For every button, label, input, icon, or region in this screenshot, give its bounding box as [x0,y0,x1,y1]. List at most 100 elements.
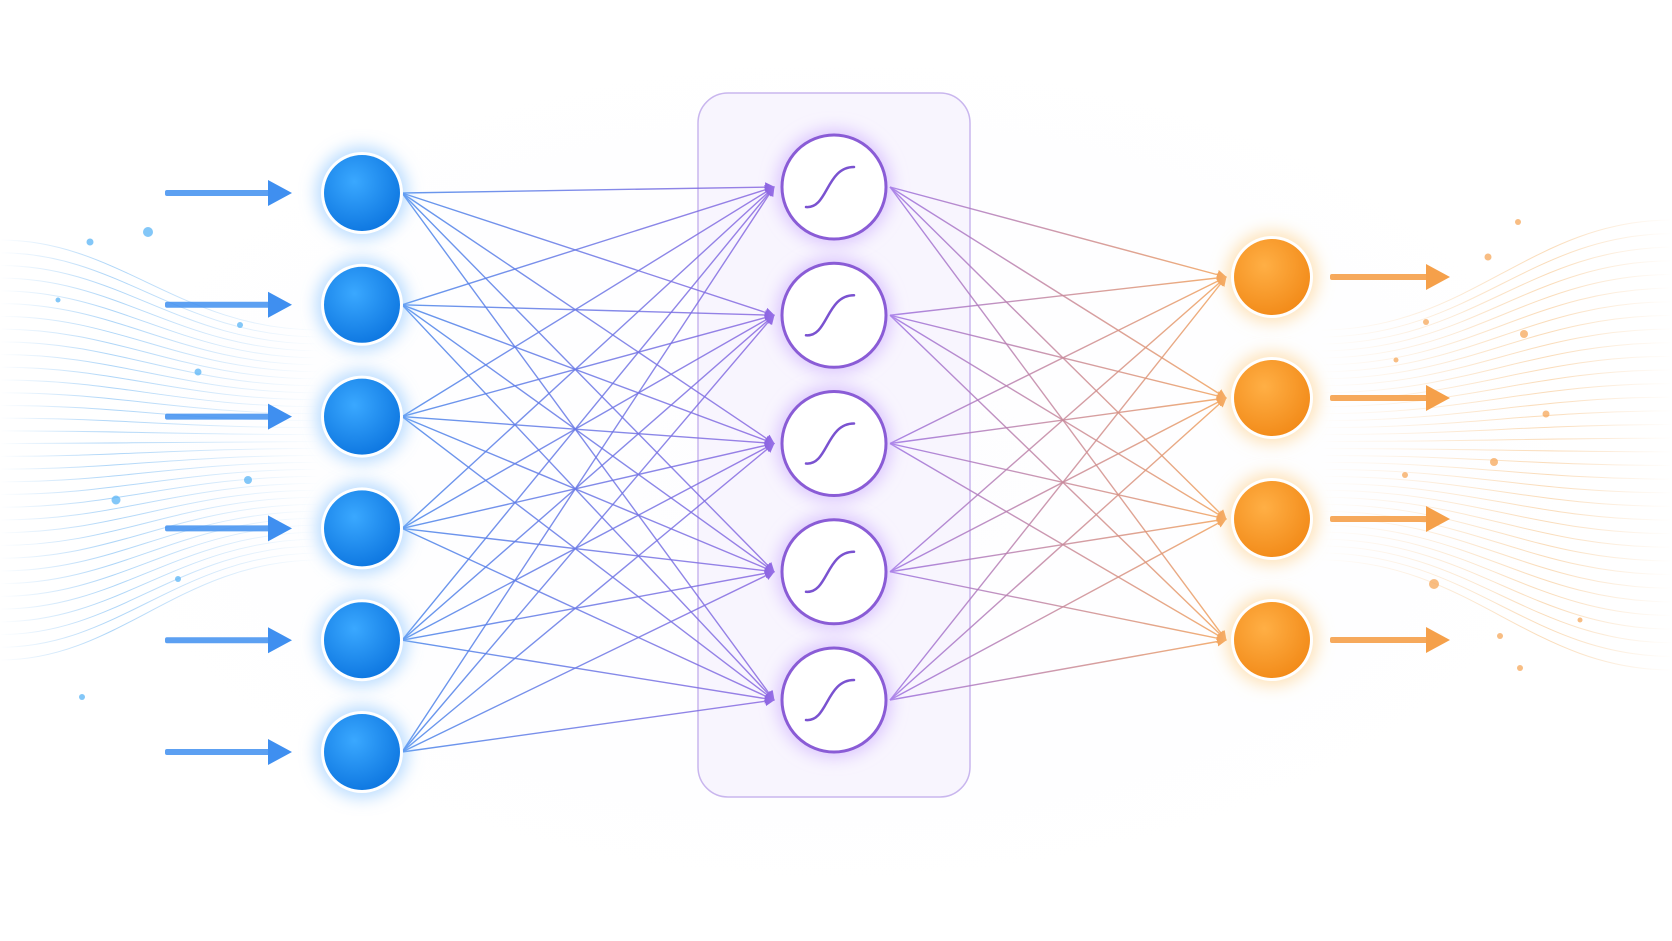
flow-line [1319,233,1672,338]
connection-edge [401,442,775,753]
flow-line [1319,274,1672,359]
connection-edge [889,394,1227,445]
particle [1497,633,1503,639]
flow-line [1319,437,1672,443]
input-node [316,258,408,351]
connection-edge [889,186,1227,280]
flow-line [1319,524,1672,603]
connection-edge [889,571,1227,644]
sigmoid-curve-icon [804,678,856,722]
connection-edge [401,527,775,576]
particle [1490,458,1498,466]
particle [1515,219,1521,225]
particle [143,227,153,237]
connection-edge [401,440,775,530]
connection-edge [401,192,775,573]
output-arrow [1330,264,1450,290]
connection-edge [401,192,775,318]
connection-edge [401,186,775,753]
connection-edge [401,186,775,641]
connection-edge [401,192,775,445]
input-arrow [165,739,292,765]
flow-line [1319,287,1672,366]
particle [79,694,85,700]
flow-line [1319,482,1672,521]
connection-edge [889,397,1227,573]
flow-line [0,315,321,373]
flow-line [1319,355,1672,401]
connection-edge [401,639,775,704]
connection-edge [401,416,775,701]
connection-edge [401,184,775,306]
connection-edge [401,304,775,320]
flow-line [1319,538,1672,630]
connection-edge [889,186,1227,641]
flow-line [0,496,321,546]
particle [86,238,94,246]
flow-line [0,239,321,331]
output-arrow [1330,385,1450,411]
flow-line [0,277,321,352]
particle [237,322,243,328]
connection-edge [401,314,775,753]
connection-edge [889,186,1227,520]
flow-line [0,468,321,496]
particle [1542,410,1550,418]
flow-line [1319,545,1672,644]
flow-line [0,545,321,636]
particle [1577,617,1583,623]
flow-line [1319,468,1672,494]
flow-line [0,328,321,380]
connection-edge [889,276,1227,701]
output-node [1226,594,1318,686]
input-layer [316,147,408,798]
connection-edge [401,192,775,701]
flow-line [1319,301,1672,373]
connection-edge [401,415,775,573]
output-node [1226,352,1318,444]
input-arrow [165,627,292,654]
input-node [316,706,408,798]
particle [1393,357,1399,363]
flow-line [1319,369,1672,408]
input-arrow [165,180,292,206]
sigmoid-curve-icon [804,422,856,465]
flow-line [0,531,321,610]
flow-line [0,441,321,445]
flow-line [1319,552,1672,657]
input-node [316,370,408,463]
flow-line [0,366,321,401]
flow-line [1319,454,1672,466]
input-to-hidden-connections [401,182,775,753]
flow-line [0,303,321,366]
connection-edge [401,696,775,753]
flow-line [0,475,321,508]
connection-edge [889,442,1227,641]
floating-particles [55,219,1583,700]
particle [1517,665,1523,671]
flow-line [1319,461,1672,480]
connection-edge [401,314,775,530]
output-arrow [1330,506,1450,532]
output-layer [1226,231,1318,686]
connection-edge [401,568,775,641]
particle [244,476,252,484]
connection-edge [889,442,1227,522]
flow-line [1319,328,1672,387]
flow-line [1319,314,1672,380]
connection-edge [401,312,775,418]
flow-line [0,489,321,534]
input-node [316,482,408,575]
flow-line [1319,496,1672,548]
flow-line [0,264,321,345]
connection-edge [889,314,1227,641]
flow-line [0,552,321,648]
flow-line [1319,475,1672,507]
hidden-node [776,257,892,374]
flow-line [1319,383,1672,415]
output-flow-lines [1319,219,1672,671]
connection-edge [401,314,775,641]
flow-line [0,454,321,470]
flow-line [0,503,321,559]
connection-edge [401,527,775,701]
